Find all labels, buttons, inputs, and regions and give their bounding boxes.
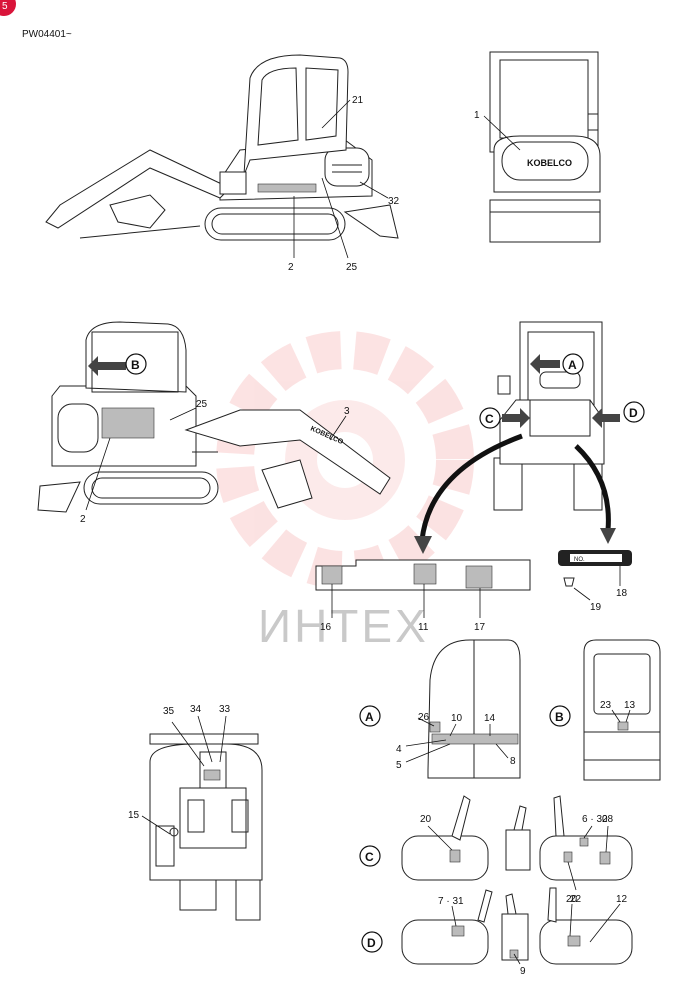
view-d-title: D xyxy=(367,936,376,950)
view-a-title: A xyxy=(365,710,374,724)
callout-33: 33 xyxy=(219,704,231,715)
callout-6-30: 6 · 30 xyxy=(582,814,608,825)
decal-strip: 16 11 17 xyxy=(315,559,531,633)
callout-2: 2 xyxy=(288,262,294,273)
callout-9: 9 xyxy=(520,966,526,977)
callout-18: 18 xyxy=(616,588,628,599)
rivet-icon xyxy=(563,577,575,587)
arrow-view-a: A xyxy=(530,353,584,375)
cab-top-view: 35 34 33 15 xyxy=(128,704,263,921)
callout-7-31: 7 · 31 xyxy=(438,896,464,907)
view-b-detail: B 23 13 xyxy=(549,639,661,781)
callout-11: 11 xyxy=(418,622,429,633)
excavator-left-side-view: KOBELCO xyxy=(37,321,391,513)
arrow-view-d: D xyxy=(592,401,645,428)
callout-32: 32 xyxy=(388,196,400,207)
number-plate: NO. 18 19 xyxy=(558,550,632,613)
callout-28: 28 xyxy=(602,814,614,825)
arrow-view-c-label: C xyxy=(485,412,494,426)
callout-15: 15 xyxy=(128,810,140,821)
arrow-view-a-label: A xyxy=(568,358,577,372)
excavator-rear-view: KOBELCO xyxy=(489,51,601,243)
callout-13: 13 xyxy=(624,700,636,711)
callout-16: 16 xyxy=(320,622,332,633)
curved-arrow-right-icon xyxy=(574,444,611,531)
callout-3: 3 xyxy=(344,406,350,417)
doc-code: PW04401~ xyxy=(22,29,72,40)
callout-1: 1 xyxy=(474,110,480,121)
corner-badge-text: 5 xyxy=(2,1,8,12)
view-c-detail: C 20 6 · 30 28 22 xyxy=(359,795,633,905)
watermark-text: ИНТЕХ xyxy=(258,600,429,652)
view-b-title: B xyxy=(555,710,564,724)
view-c-title: C xyxy=(365,850,374,864)
callout-23: 23 xyxy=(600,700,612,711)
callout-8: 8 xyxy=(510,756,516,767)
callout-25-left: 25 xyxy=(196,399,208,410)
callout-5: 5 xyxy=(396,760,402,771)
callout-20-d: 20 xyxy=(566,894,578,905)
callouts-right-side: 21 32 2 25 xyxy=(288,95,400,273)
curved-arrow-left-icon xyxy=(419,433,523,541)
arrow-view-c: C xyxy=(479,407,530,429)
corner-badge: 5 xyxy=(0,0,16,16)
callout-22: 22 xyxy=(570,894,582,905)
arrow-view-b-label: B xyxy=(131,358,140,372)
callout-12: 12 xyxy=(616,894,628,905)
callout-25: 25 xyxy=(346,262,358,273)
plate-label: NO. xyxy=(574,557,585,563)
callout-21: 21 xyxy=(352,95,364,106)
excavator-right-side-view xyxy=(45,54,399,241)
callout-35: 35 xyxy=(163,706,175,717)
arrow-view-d-label: D xyxy=(629,406,638,420)
callout-26: 26 xyxy=(418,712,430,723)
callout-2-left: 2 xyxy=(80,514,86,525)
callout-4: 4 xyxy=(396,744,402,755)
rear-logo: KOBELCO xyxy=(527,158,572,168)
callout-17: 17 xyxy=(474,622,486,633)
callouts-left-side: 25 3 2 xyxy=(80,399,350,525)
callout-14: 14 xyxy=(484,713,496,724)
callouts-rear: 1 xyxy=(474,110,521,151)
callout-19: 19 xyxy=(590,602,602,613)
view-d-detail: D 7 · 31 9 20 12 xyxy=(361,887,633,977)
view-a-detail: A 26 10 14 4 5 8 xyxy=(359,639,521,779)
arrow-view-b: B xyxy=(88,353,147,376)
callout-34: 34 xyxy=(190,704,202,715)
callout-20: 20 xyxy=(420,814,432,825)
callout-10: 10 xyxy=(451,713,463,724)
